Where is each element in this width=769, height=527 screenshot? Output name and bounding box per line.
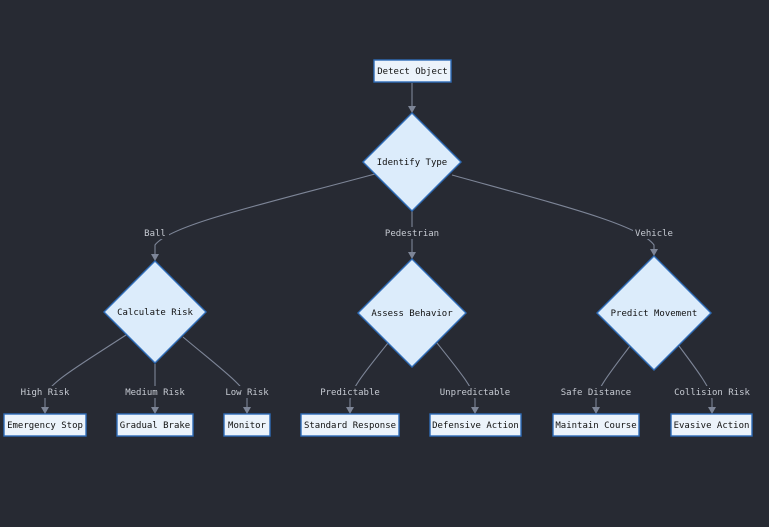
- arrowhead: [151, 254, 159, 261]
- decision-calculate-risk-label: Calculate Risk: [117, 308, 193, 318]
- node-detect-object[interactable]: Detect Object: [373, 59, 452, 83]
- edge-label-predictable: Predictable: [320, 388, 380, 398]
- edge-label-bg: [224, 386, 270, 398]
- node-defensive-action-box: [429, 413, 522, 437]
- node-gradual-brake[interactable]: Gradual Brake: [116, 413, 194, 437]
- arrowhead: [592, 407, 600, 414]
- edge-label-bg: [439, 386, 511, 398]
- decision-predict-movement-label: Predict Movement: [611, 309, 698, 319]
- edge-label-safe-distance: Safe Distance: [561, 388, 631, 398]
- edge-label-bg: [141, 227, 169, 239]
- node-standard-response-label: Standard Response: [304, 421, 396, 431]
- arrowhead: [243, 407, 251, 414]
- edge-label-medium-risk: Medium Risk: [125, 388, 185, 398]
- decision-identify-type-shape: [362, 112, 462, 212]
- node-monitor[interactable]: Monitor: [223, 413, 271, 437]
- edge-unpredictable: [436, 342, 476, 408]
- node-maintain-course[interactable]: Maintain Course: [552, 413, 640, 437]
- edge-label-unpredictable: Unpredictable: [440, 388, 510, 398]
- edge-label-vehicle: Vehicle: [635, 229, 673, 239]
- node-detect-object-label: Detect Object: [377, 67, 447, 77]
- edge-label-low-risk: Low Risk: [225, 388, 269, 398]
- decision-identify-type[interactable]: Identify Type: [362, 112, 462, 212]
- node-monitor-box: [223, 413, 271, 437]
- decision-calculate-risk[interactable]: Calculate Risk: [103, 260, 207, 364]
- edge-label-bg: [633, 227, 675, 239]
- edge-label-ball: Ball: [144, 229, 166, 239]
- node-emergency-stop[interactable]: Emergency Stop: [3, 413, 87, 437]
- node-evasive-action[interactable]: Evasive Action: [670, 413, 753, 437]
- decision-calculate-risk-shape: [103, 260, 207, 364]
- edge-label-bg: [318, 386, 382, 398]
- node-detect-object-box: [373, 59, 452, 83]
- node-gradual-brake-label: Gradual Brake: [120, 421, 190, 431]
- decision-identify-type-label: Identify Type: [377, 158, 447, 168]
- edge-label-collision-risk: Collision Risk: [674, 388, 750, 398]
- node-standard-response[interactable]: Standard Response: [300, 413, 400, 437]
- node-evasive-action-box: [670, 413, 753, 437]
- edge-label-pedestrian: Pedestrian: [385, 229, 439, 239]
- node-monitor-label: Monitor: [228, 421, 267, 431]
- node-evasive-action-label: Evasive Action: [674, 421, 750, 431]
- edge-label-bg: [384, 227, 440, 239]
- node-defensive-action-label: Defensive Action: [432, 421, 519, 431]
- arrowhead: [41, 407, 49, 414]
- arrowhead: [471, 407, 479, 414]
- node-gradual-brake-box: [116, 413, 194, 437]
- arrowhead: [151, 407, 159, 414]
- edge-labels: Ball Pedestrian Vehicle High Risk Medium…: [19, 227, 752, 398]
- node-maintain-course-box: [552, 413, 640, 437]
- edge-label-bg: [559, 386, 633, 398]
- arrowhead: [708, 407, 716, 414]
- node-standard-response-box: [300, 413, 400, 437]
- node-maintain-course-label: Maintain Course: [555, 421, 636, 431]
- edge-vehicle: [451, 174, 655, 250]
- decision-predict-movement-shape: [596, 255, 712, 371]
- arrowhead: [408, 252, 416, 259]
- decision-predict-movement[interactable]: Predict Movement: [596, 255, 712, 371]
- edge-ball: [154, 173, 376, 255]
- edge-label-bg: [19, 386, 71, 398]
- edge-label-high-risk: High Risk: [21, 388, 70, 398]
- arrowhead: [346, 407, 354, 414]
- arrowhead: [408, 106, 416, 113]
- decision-assess-behavior-shape: [357, 258, 467, 368]
- edge-label-bg: [672, 386, 752, 398]
- decision-assess-behavior-label: Assess Behavior: [371, 309, 453, 319]
- decision-assess-behavior[interactable]: Assess Behavior: [357, 258, 467, 368]
- edge-safe-distance: [595, 345, 631, 408]
- arrowhead: [650, 249, 658, 256]
- node-defensive-action[interactable]: Defensive Action: [429, 413, 522, 437]
- edge-label-bg: [123, 386, 187, 398]
- edge-collision-risk: [678, 345, 713, 408]
- edge-predictable: [349, 342, 389, 408]
- node-emergency-stop-box: [3, 413, 87, 437]
- node-emergency-stop-label: Emergency Stop: [7, 421, 83, 431]
